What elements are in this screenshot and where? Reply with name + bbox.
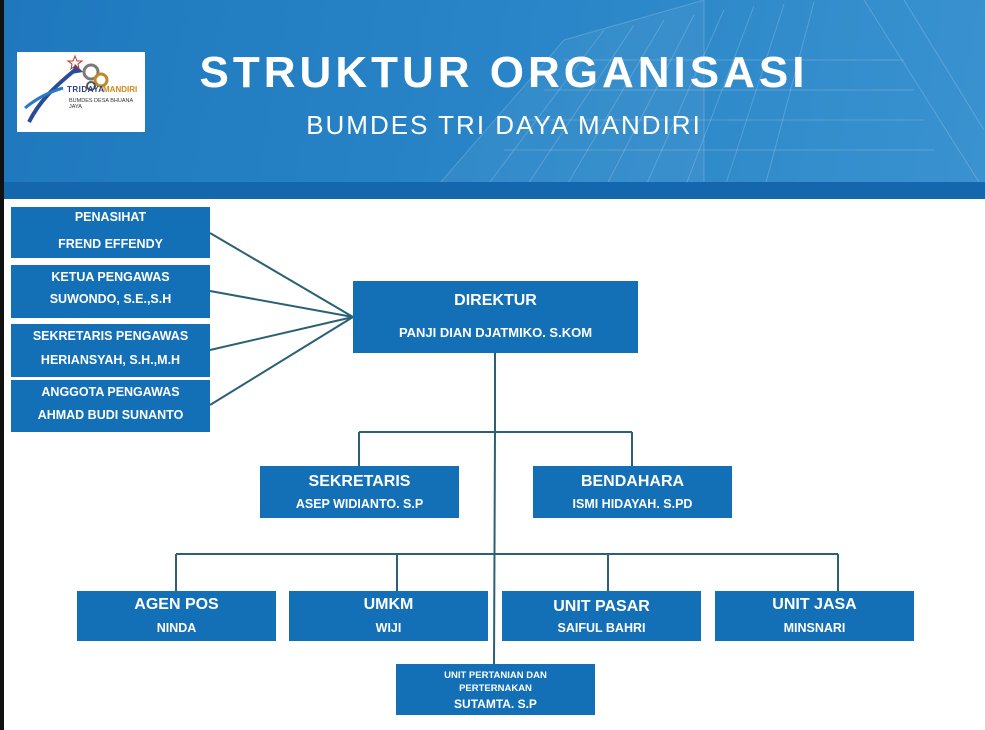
person-name: MINSNARI <box>783 621 846 635</box>
logo-brand-text: TRIDAYA <box>67 85 105 94</box>
person-name: SAIFUL BAHRI <box>557 621 646 635</box>
logo-tagline: BUMDES DESA BHUANA JAYA <box>69 98 133 110</box>
direktur-box: DIREKTUR PANJI DIAN DJATMIKO. S.KOM <box>353 281 638 353</box>
header-banner: STRUKTUR ORGANISASI BUMDES TRI DAYA MAND… <box>4 0 985 190</box>
person-name: ASEP WIDIANTO. S.P <box>295 497 424 511</box>
agen-pos-box: AGEN POS NINDA <box>77 591 276 641</box>
person-name: AHMAD BUDI SUNANTO <box>37 408 184 422</box>
role-label: UNIT JASA <box>772 596 857 613</box>
page-title: STRUKTUR ORGANISASI <box>199 48 809 97</box>
anggota-pengawas-box: ANGGOTA PENGAWAS AHMAD BUDI SUNANTO <box>11 380 210 432</box>
person-name: FREND EFFENDY <box>58 237 163 251</box>
role-label: SEKRETARIS <box>308 473 411 490</box>
role-label: UMKM <box>363 596 414 613</box>
role-label: AGEN POS <box>134 596 219 613</box>
window-edge <box>0 0 4 730</box>
person-name: ISMI HIDAYAH. S.PD <box>572 497 693 511</box>
building-background <box>433 0 985 190</box>
logo-mark-icon <box>24 54 109 123</box>
person-name: SUWONDO, S.E.,S.H <box>49 292 172 306</box>
connector-main-trunk <box>493 431 496 665</box>
logo-brand-text-accent: MANDIRI <box>103 85 138 94</box>
connector-penasihat <box>209 232 354 318</box>
person-name: HERIANSYAH, S.H.,M.H <box>40 353 181 367</box>
role-label: SEKRETARIS PENGAWAS <box>32 329 189 343</box>
unit-pasar-box: UNIT PASAR SAIFUL BAHRI <box>502 591 701 641</box>
connector-sekretaris-pengawas <box>209 316 354 351</box>
role-label: PENASIHAT <box>74 210 147 224</box>
role-label: DIREKTUR <box>454 292 537 309</box>
sekretaris-box: SEKRETARIS ASEP WIDIANTO. S.P <box>260 466 459 518</box>
person-name: SUTAMTA. S.P <box>454 697 537 711</box>
unit-pertanian-box: UNIT PERTANIAN DAN PERTERNAKAN SUTAMTA. … <box>396 664 595 715</box>
role-label: UNIT PASAR <box>553 598 650 615</box>
person-name: PANJI DIAN DJATMIKO. S.KOM <box>398 325 593 340</box>
role-label: BENDAHARA <box>580 473 685 490</box>
role-label: UNIT PERTANIAN DAN PERTERNAKAN <box>444 670 547 694</box>
connector-anggota-pengawas <box>209 316 354 406</box>
ketua-pengawas-box: KETUA PENGAWAS SUWONDO, S.E.,S.H <box>11 265 210 318</box>
connector-ketua-pengawas <box>209 290 354 318</box>
role-label: KETUA PENGAWAS <box>51 270 170 284</box>
bendahara-box: BENDAHARA ISMI HIDAYAH. S.PD <box>533 466 732 518</box>
sekretaris-pengawas-box: SEKRETARIS PENGAWAS HERIANSYAH, S.H.,M.H <box>11 324 210 377</box>
bumdes-logo: TRIDAYA MANDIRI BUMDES DESA BHUANA JAYA <box>17 52 145 132</box>
umkm-box: UMKM WIJI <box>289 591 488 641</box>
person-name: WIJI <box>375 621 402 635</box>
header-stripe <box>4 182 985 199</box>
page-subtitle: BUMDES TRI DAYA MANDIRI <box>306 110 702 140</box>
role-label: ANGGOTA PENGAWAS <box>41 385 180 399</box>
penasihat-box: PENASIHAT FREND EFFENDY <box>11 207 210 258</box>
person-name: NINDA <box>156 621 197 635</box>
unit-jasa-box: UNIT JASA MINSNARI <box>715 591 914 641</box>
